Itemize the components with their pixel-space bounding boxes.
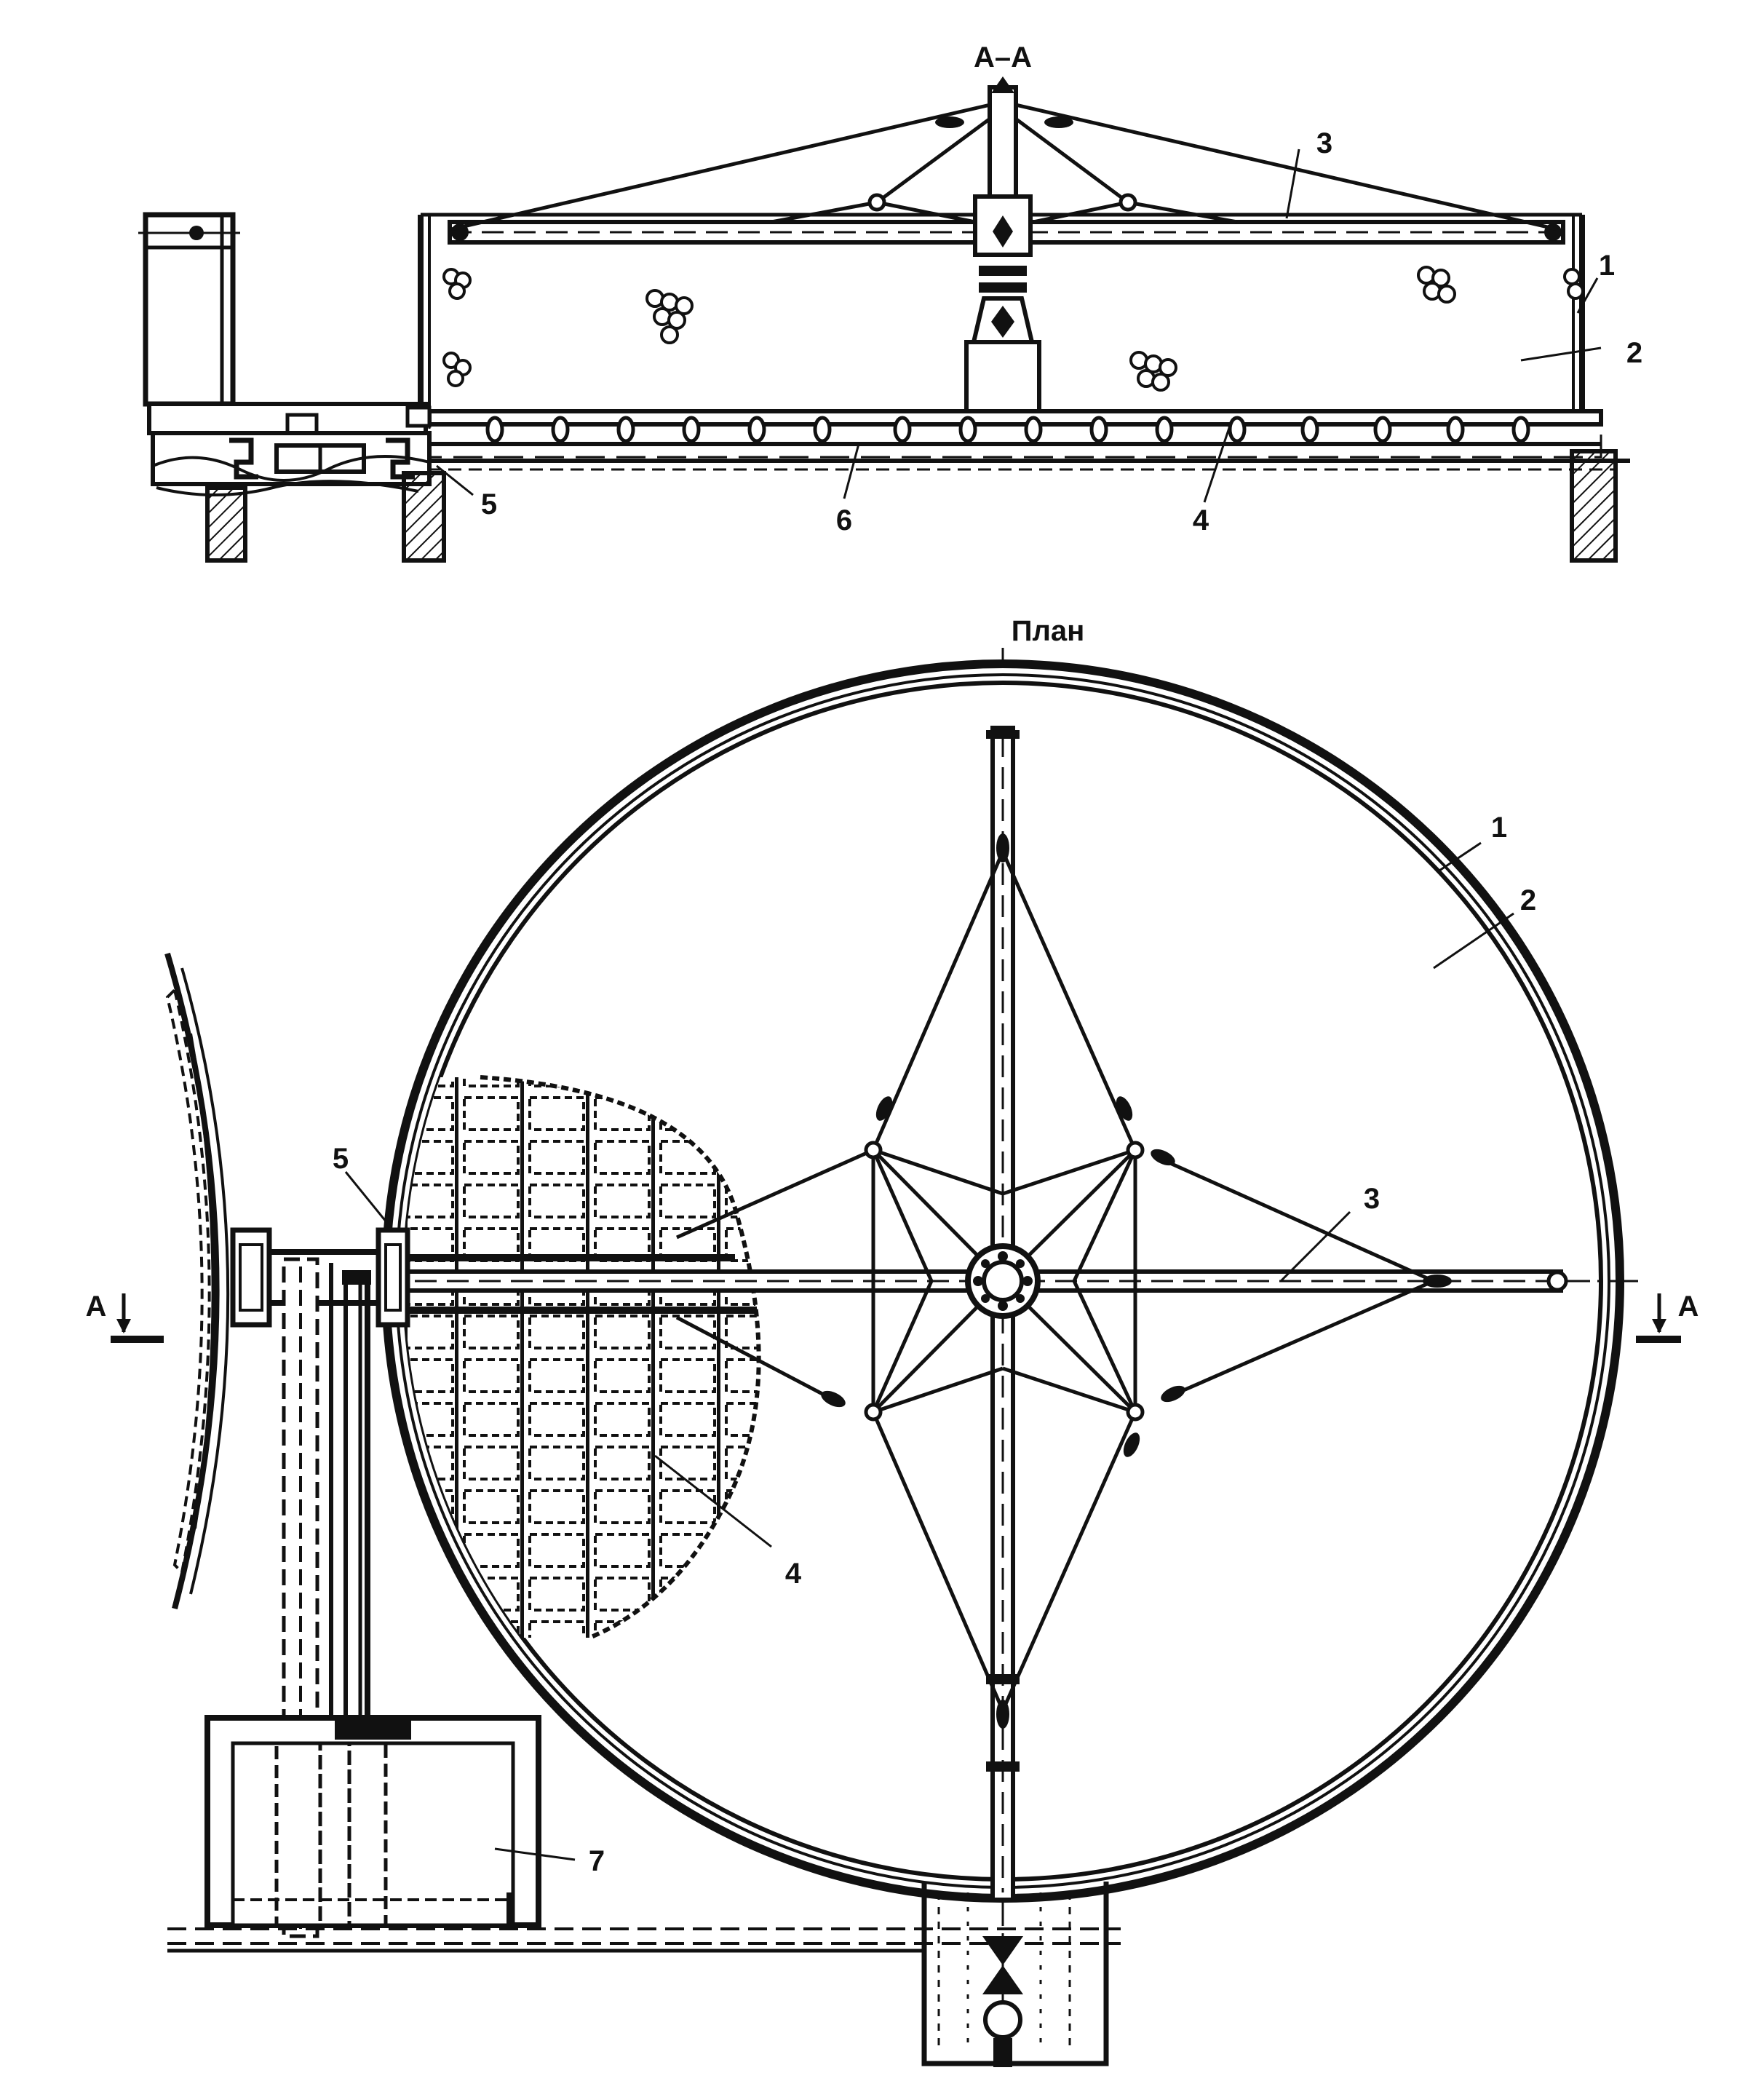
section-label-3: 3 bbox=[1316, 127, 1332, 159]
section-label-6: 6 bbox=[836, 504, 852, 536]
section-foundation-mid bbox=[402, 471, 446, 563]
section-label-4: 4 bbox=[1193, 504, 1209, 536]
section-sludge-flocs bbox=[442, 266, 1584, 392]
plan-drainage-grid-cutaway bbox=[408, 1077, 759, 1638]
section-view: А–А 3 1 2 5 6 4 bbox=[138, 41, 1642, 563]
plan-label-3: 3 bbox=[1364, 1183, 1380, 1215]
plan-cut-marker-left bbox=[111, 1293, 164, 1343]
section-false-bottom bbox=[427, 409, 1603, 427]
section-side-channel bbox=[143, 212, 236, 407]
section-foundation-left bbox=[205, 485, 247, 563]
plan-view: План 1 2 3 5 4 7 А А bbox=[86, 615, 1699, 2067]
section-label-1: 1 bbox=[1599, 250, 1615, 282]
plan-title: План bbox=[1012, 615, 1085, 647]
plan-label-2: 2 bbox=[1520, 884, 1536, 916]
section-label-2: 2 bbox=[1626, 337, 1642, 369]
plan-label-4: 4 bbox=[785, 1558, 802, 1590]
section-foundation-right bbox=[1570, 449, 1618, 563]
section-cable-stays bbox=[450, 100, 1558, 231]
section-drive-pedestal bbox=[964, 340, 1041, 413]
section-label-5: 5 bbox=[481, 488, 497, 520]
plan-cut-label-left: А bbox=[86, 1291, 107, 1323]
plan-cut-marker-right bbox=[1636, 1293, 1681, 1343]
plan-label-5: 5 bbox=[333, 1143, 349, 1175]
section-title: А–А bbox=[974, 41, 1032, 74]
section-central-mast bbox=[988, 85, 1018, 206]
plan-label-7: 7 bbox=[589, 1845, 605, 1877]
plan-valve-chamber bbox=[921, 1882, 1109, 2067]
plan-pump-chamber bbox=[204, 1715, 541, 1929]
plan-cut-label-right: А bbox=[1678, 1291, 1699, 1323]
plan-label-1: 1 bbox=[1491, 812, 1507, 844]
